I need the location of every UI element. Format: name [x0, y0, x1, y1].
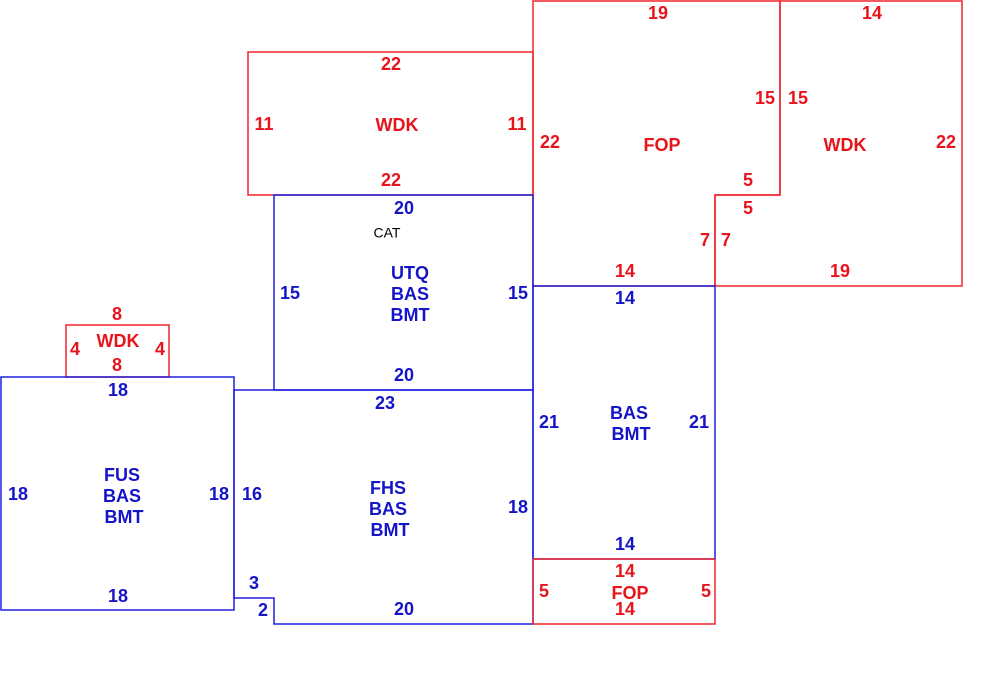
dimension: 11 — [254, 114, 273, 134]
dimension: 2 — [258, 600, 268, 620]
dimension: 8 — [112, 304, 122, 324]
area-fus: FUS BAS BMT 18 18 18 18 — [8, 380, 229, 606]
area-label: FUS — [104, 465, 140, 485]
dimension: 14 — [615, 288, 635, 308]
dimension: 18 — [108, 586, 128, 606]
dimension: 18 — [209, 484, 229, 504]
dimension: 21 — [689, 412, 709, 432]
dimension: 5 — [743, 170, 753, 190]
dimension: 7 — [700, 230, 710, 250]
dimension: 21 — [539, 412, 559, 432]
area-label: FOP — [643, 135, 680, 155]
dimension: 8 — [112, 355, 122, 375]
dimension: 14 — [615, 261, 635, 281]
area-fop-bottom: FOP 14 5 5 14 — [539, 561, 711, 619]
dimension: 4 — [155, 339, 165, 359]
area-fop-top: FOP 19 15 22 5 7 14 — [540, 3, 775, 281]
dimension: 20 — [394, 599, 414, 619]
dimension: 5 — [743, 198, 753, 218]
dimension: 15 — [508, 283, 528, 303]
area-label: WDK — [824, 135, 867, 155]
dimension: 14 — [862, 3, 882, 23]
dimension: 18 — [508, 497, 528, 517]
dimension: 22 — [936, 132, 956, 152]
dimension: 5 — [539, 581, 549, 601]
dimension: 19 — [830, 261, 850, 281]
area-wdk-right: WDK 14 15 22 5 7 19 — [721, 3, 956, 281]
dimension: 23 — [375, 393, 395, 413]
dimension: 11 — [507, 114, 526, 134]
note-label: CAT — [374, 225, 401, 241]
area-label: FOP — [611, 583, 648, 603]
dimension: 18 — [8, 484, 28, 504]
dimension: 15 — [788, 88, 808, 108]
dimension: 14 — [615, 561, 635, 581]
dimension: 5 — [701, 581, 711, 601]
dimension: 3 — [249, 573, 259, 593]
area-label: BMT — [391, 305, 430, 325]
area-label: UTQ — [391, 263, 429, 283]
area-label: BAS — [610, 403, 648, 423]
dimension: 20 — [394, 365, 414, 385]
area-label: BMT — [371, 520, 410, 540]
dimension: 20 — [394, 198, 414, 218]
dimension: 16 — [242, 484, 262, 504]
area-label: WDK — [376, 115, 419, 135]
area-bas: BAS BMT 14 21 21 14 — [539, 288, 709, 554]
area-wdk-top: WDK 22 11 11 22 — [254, 54, 526, 190]
dimension: 15 — [755, 88, 775, 108]
dimension: 19 — [648, 3, 668, 23]
dimension: 14 — [615, 534, 635, 554]
area-label: BAS — [391, 284, 429, 304]
area-label: BMT — [612, 424, 651, 444]
area-label: WDK — [97, 331, 140, 351]
area-label: BMT — [105, 507, 144, 527]
dimension: 22 — [381, 54, 401, 74]
dimension: 18 — [108, 380, 128, 400]
area-fhs: FHS BAS BMT 23 16 18 3 2 20 — [242, 393, 528, 620]
area-wdk-small: WDK 8 4 4 8 — [70, 304, 165, 375]
area-label: BAS — [369, 499, 407, 519]
area-label: BAS — [103, 486, 141, 506]
fop-bottom-outline — [532, 558, 716, 625]
area-label: FHS — [370, 478, 406, 498]
dimension: 7 — [721, 230, 731, 250]
area-utq: CAT UTQ BAS BMT 20 15 15 20 — [280, 198, 528, 385]
dimension: 15 — [280, 283, 300, 303]
dimension: 22 — [540, 132, 560, 152]
dimension: 14 — [615, 599, 635, 619]
dimension: 4 — [70, 339, 80, 359]
dimension: 22 — [381, 170, 401, 190]
